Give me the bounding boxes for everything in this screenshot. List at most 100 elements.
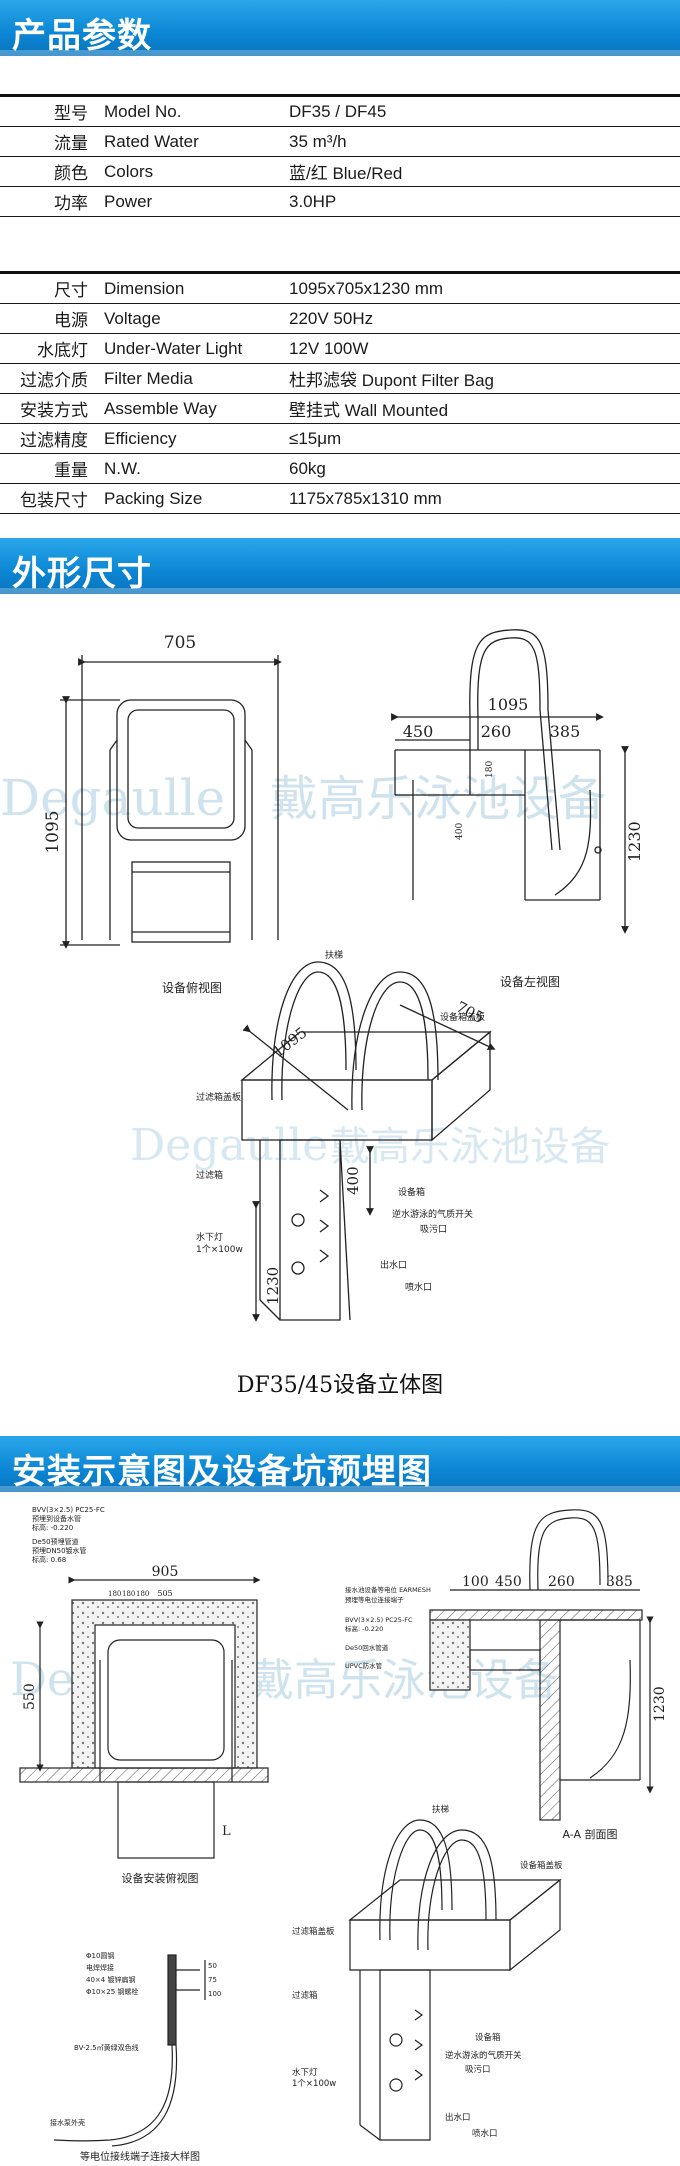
- param-value: 1095x705x1230 mm: [285, 274, 680, 304]
- dim-50: 50: [208, 1962, 217, 1970]
- param-label-en: Power: [98, 186, 285, 217]
- param-value: 1175x785x1310 mm: [285, 483, 680, 514]
- section-header-install: 安装示意图及设备坑预埋图: [0, 1436, 680, 1492]
- note: 标高: -0.220: [345, 1624, 383, 1633]
- param-label-zh: 过滤精度: [0, 423, 98, 454]
- note: BVV(3×2.5) PC25-FC: [345, 1616, 413, 1624]
- section-title: 外形尺寸: [12, 554, 152, 594]
- param-value: 220V 50Hz: [285, 303, 680, 334]
- label-equip-box: 设备箱: [475, 2032, 501, 2043]
- top-view-drawing: 705 1095 设备俯视图: [43, 633, 282, 995]
- dim-180: 180: [136, 1590, 149, 1598]
- iso-dim-1095: 1095: [269, 1023, 310, 1061]
- install-iso-view: 扶梯 设备箱盖板 过滤箱盖板 过滤箱 水下灯 1个×100w 设备箱 逆水游泳的…: [292, 1804, 563, 2141]
- dim-1230: 1230: [652, 1686, 668, 1722]
- dim-905: 905: [152, 1564, 179, 1580]
- label-light: 水下灯: [196, 1231, 223, 1243]
- note: BVV(3×2.5) PC25-FC: [32, 1506, 105, 1514]
- note: 标高: -0.220: [32, 1523, 73, 1532]
- note: 预埋等电位连接端子: [345, 1595, 404, 1604]
- section-mark: L: [222, 1824, 231, 1839]
- param-label-en: Filter Media: [98, 363, 285, 394]
- section-header-dimensions: 外形尺寸: [0, 538, 680, 594]
- dim-width: 705: [164, 633, 196, 653]
- dim-385: 385: [550, 722, 581, 741]
- param-label-zh: 水底灯: [0, 333, 98, 364]
- section-header-params: 产品参数: [0, 0, 680, 56]
- param-value: 杜邦滤袋 Dupont Filter Bag: [285, 363, 680, 394]
- note: UPVC防水管: [345, 1661, 383, 1670]
- iso-dim-400: 400: [344, 1166, 362, 1195]
- watermark-zh: 戴高乐泳池设备: [270, 771, 606, 827]
- param-value: 12V 100W: [285, 333, 680, 364]
- param-label-zh: 功率: [0, 186, 98, 217]
- label-cover: 设备箱盖板: [520, 1860, 563, 1871]
- label-jet: 喷水口: [472, 2128, 498, 2139]
- dim-550: 550: [22, 1683, 38, 1710]
- dim-400: 400: [455, 823, 465, 840]
- label-outlet: 出水口: [445, 2112, 471, 2123]
- label-suction: 吸污口: [465, 2064, 491, 2075]
- dim-180: 180: [108, 1590, 121, 1598]
- param-label-zh: 安装方式: [0, 393, 98, 424]
- note: 接水池设备等电位 EARMESH: [345, 1585, 431, 1594]
- dim-505: 505: [157, 1589, 172, 1598]
- table-group2-rule: [0, 271, 680, 274]
- param-value: 壁挂式 Wall Mounted: [285, 393, 680, 424]
- dim-100: 100: [208, 1990, 221, 1998]
- label-equip-box: 设备箱: [398, 1186, 425, 1198]
- install-top-caption: 设备安装俯视图: [122, 1871, 199, 1885]
- label-filter-cover: 过滤箱盖板: [292, 1926, 335, 1937]
- note: 电焊焊接: [86, 1963, 114, 1972]
- install-section-view: 100 450 260 385 1230 接水池设备等电位 EARMESH 预埋…: [345, 1509, 668, 1841]
- dimension-drawings: Degaulle 戴高乐泳池设备 Degaulle 戴高乐泳池设备 705 10…: [0, 629, 644, 1398]
- label-ladder: 扶梯: [325, 949, 343, 961]
- param-label-en: Assemble Way: [98, 393, 285, 424]
- note: De50回水管道: [345, 1643, 389, 1652]
- dim-75: 75: [208, 1976, 217, 1984]
- label-outlet: 出水口: [380, 1259, 407, 1271]
- dim-450: 450: [495, 1574, 522, 1590]
- install-drawings: Degaulle 戴高乐泳池设备 905 505 180 180 180 550…: [10, 1506, 668, 2163]
- note: 预埋到设备水管: [32, 1514, 81, 1523]
- dim-100: 100: [462, 1574, 489, 1590]
- param-label-en: Under-Water Light: [98, 333, 285, 364]
- label-filter-box: 过滤箱: [292, 1990, 318, 2001]
- param-label-en: Packing Size: [98, 483, 285, 514]
- dim-180: 180: [122, 1590, 135, 1598]
- label-ladder: 扶梯: [432, 1804, 450, 1815]
- top-view-caption: 设备俯视图: [162, 980, 222, 995]
- watermark-zh: 戴高乐泳池设备: [250, 1655, 558, 1706]
- param-label-en: Colors: [98, 156, 285, 187]
- dim-1230: 1230: [625, 821, 644, 862]
- param-label-zh: 包装尺寸: [0, 483, 98, 514]
- iso-caption: DF35/45设备立体图: [237, 1373, 443, 1398]
- param-label-zh: 流量: [0, 126, 98, 157]
- note: De50预埋管道: [32, 1537, 79, 1546]
- param-label-zh: 颜色: [0, 156, 98, 187]
- label-light: 水下灯: [292, 2067, 318, 2078]
- watermark: Degaulle: [0, 769, 225, 827]
- dim-385: 385: [606, 1574, 633, 1590]
- side-view-caption: 设备左视图: [500, 974, 560, 989]
- param-value: 35 m³/h: [285, 126, 680, 157]
- note: 标高: 0.68: [32, 1555, 66, 1564]
- param-label-en: Voltage: [98, 303, 285, 334]
- section-title: 安装示意图及设备坑预埋图: [12, 1452, 432, 1492]
- label-filter-box: 过滤箱: [196, 1169, 223, 1181]
- label-cover: 设备箱盖板: [440, 1011, 485, 1023]
- dim-260: 260: [548, 1574, 575, 1590]
- note: BV-2.5㎡黄绿双色线: [74, 2043, 139, 2052]
- dim-1095: 1095: [488, 695, 529, 714]
